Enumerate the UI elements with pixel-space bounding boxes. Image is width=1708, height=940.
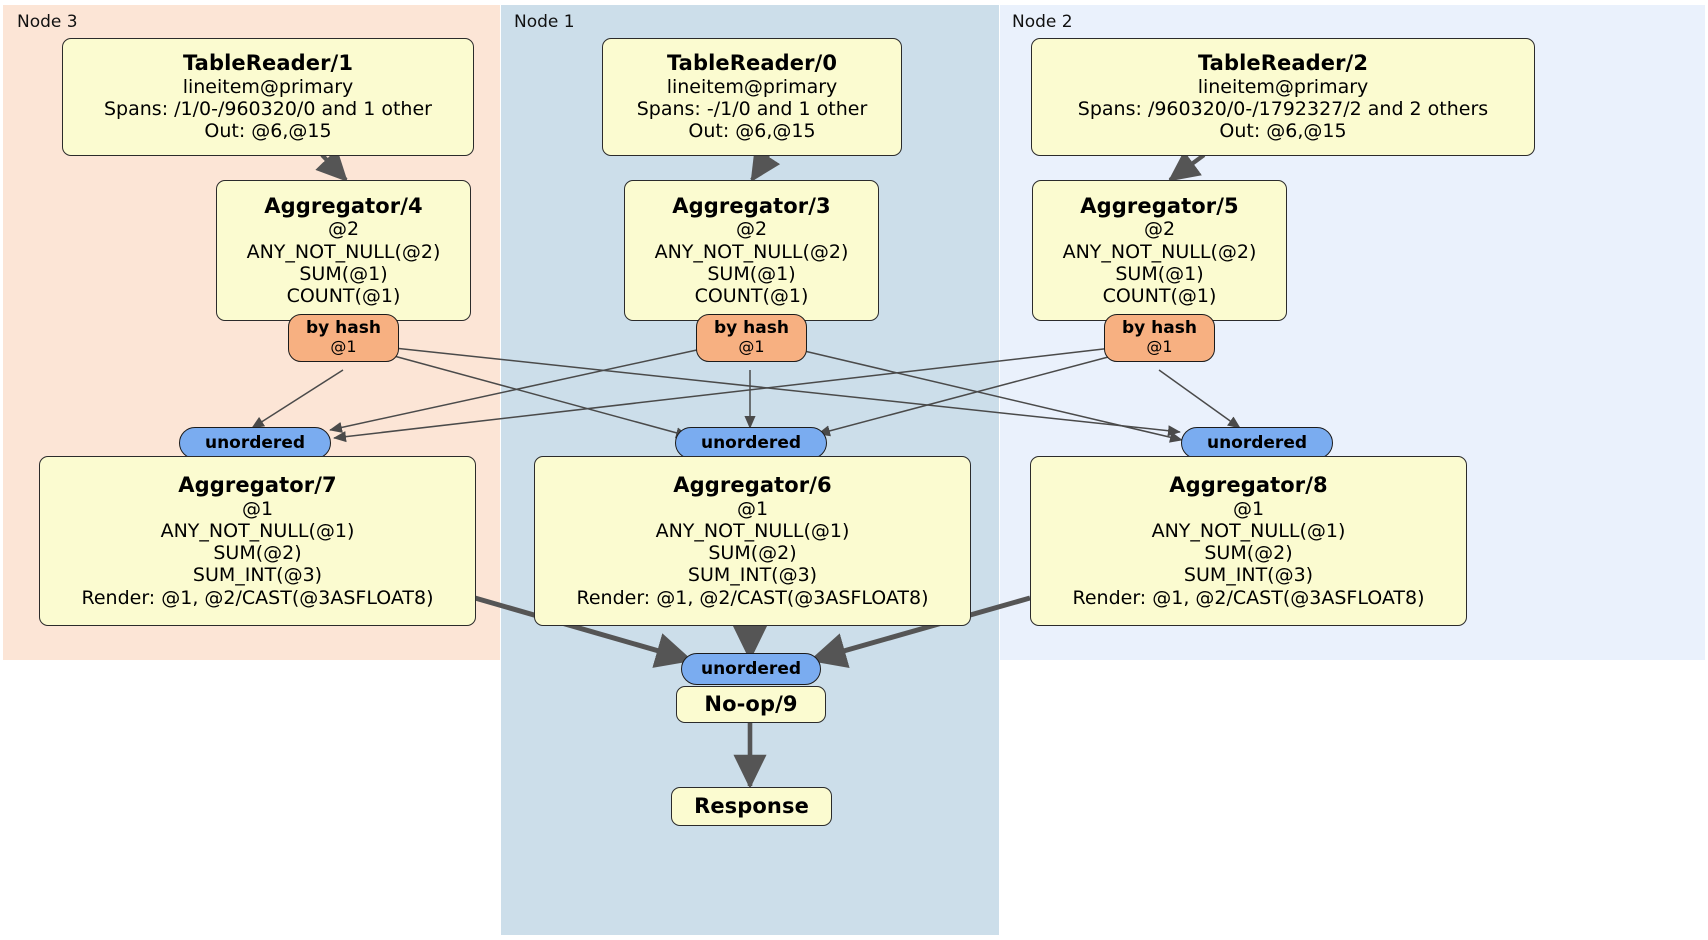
- router-by-hash-right[interactable]: by hash @1: [1104, 314, 1215, 362]
- processor-title: Response: [694, 794, 809, 819]
- processor-line: SUM(@1): [1115, 262, 1204, 285]
- processor-line: ANY_NOT_NULL(@2): [246, 240, 441, 263]
- synchronizer-unordered-final[interactable]: unordered: [681, 653, 821, 685]
- router-column: @1: [330, 337, 357, 357]
- processor-line: SUM_INT(@3): [687, 564, 818, 587]
- router-label: by hash: [306, 318, 381, 339]
- processor-response[interactable]: Response: [671, 787, 832, 826]
- processor-line: COUNT(@1): [286, 285, 401, 308]
- processor-aggregator-3[interactable]: Aggregator/3 @2 ANY_NOT_NULL(@2) SUM(@1)…: [624, 180, 879, 321]
- router-by-hash-mid[interactable]: by hash @1: [696, 314, 807, 362]
- processor-line: Spans: /960320/0-/1792327/2 and 2 others: [1077, 98, 1489, 121]
- processor-line: Render: @1, @2/CAST(@3ASFLOAT8): [576, 586, 929, 609]
- processor-title: Aggregator/5: [1080, 193, 1239, 218]
- processor-title: Aggregator/3: [672, 193, 831, 218]
- processor-line: ANY_NOT_NULL(@2): [654, 240, 849, 263]
- processor-title: No-op/9: [704, 692, 798, 717]
- node-label-node1: Node 1: [514, 12, 575, 32]
- processor-noop-9[interactable]: No-op/9: [676, 686, 826, 723]
- processor-line: COUNT(@1): [694, 285, 809, 308]
- processor-title: TableReader/2: [1197, 51, 1369, 76]
- processor-table-reader-1[interactable]: TableReader/1 lineitem@primary Spans: /1…: [62, 38, 474, 156]
- processor-title: TableReader/1: [182, 51, 354, 76]
- processor-line: Spans: -/1/0 and 1 other: [636, 98, 868, 121]
- processor-aggregator-5[interactable]: Aggregator/5 @2 ANY_NOT_NULL(@2) SUM(@1)…: [1032, 180, 1287, 321]
- router-label: by hash: [714, 318, 789, 339]
- processor-line: ANY_NOT_NULL(@2): [1062, 240, 1257, 263]
- processor-table-reader-0[interactable]: TableReader/0 lineitem@primary Spans: -/…: [602, 38, 902, 156]
- processor-title: Aggregator/4: [264, 193, 423, 218]
- processor-title: Aggregator/8: [1169, 473, 1328, 498]
- router-column: @1: [1146, 337, 1173, 357]
- processor-line: lineitem@primary: [1197, 76, 1369, 99]
- processor-aggregator-7[interactable]: Aggregator/7 @1 ANY_NOT_NULL(@1) SUM(@2)…: [39, 456, 476, 626]
- processor-line: @2: [327, 218, 360, 241]
- synchronizer-label: unordered: [204, 432, 306, 453]
- processor-aggregator-4[interactable]: Aggregator/4 @2 ANY_NOT_NULL(@2) SUM(@1)…: [216, 180, 471, 321]
- processor-line: lineitem@primary: [666, 76, 838, 99]
- router-label: by hash: [1122, 318, 1197, 339]
- processor-line: Render: @1, @2/CAST(@3ASFLOAT8): [81, 586, 434, 609]
- synchronizer-unordered-left[interactable]: unordered: [179, 427, 331, 459]
- processor-table-reader-2[interactable]: TableReader/2 lineitem@primary Spans: /9…: [1031, 38, 1535, 156]
- processor-line: Out: @6,@15: [1219, 120, 1347, 143]
- processor-line: @1: [736, 497, 769, 520]
- router-by-hash-left[interactable]: by hash @1: [288, 314, 399, 362]
- processor-title: TableReader/0: [666, 51, 838, 76]
- processor-line: SUM_INT(@3): [192, 564, 323, 587]
- processor-line: ANY_NOT_NULL(@1): [160, 520, 355, 543]
- synchronizer-label: unordered: [1206, 432, 1308, 453]
- processor-line: COUNT(@1): [1102, 285, 1217, 308]
- processor-line: Spans: /1/0-/960320/0 and 1 other: [104, 98, 432, 121]
- processor-line: @1: [241, 497, 274, 520]
- synchronizer-unordered-mid[interactable]: unordered: [675, 427, 827, 459]
- processor-line: SUM_INT(@3): [1183, 564, 1314, 587]
- synchronizer-label: unordered: [700, 432, 802, 453]
- processor-line: SUM(@1): [299, 262, 388, 285]
- processor-line: Render: @1, @2/CAST(@3ASFLOAT8): [1072, 586, 1425, 609]
- synchronizer-label: unordered: [700, 658, 802, 679]
- processor-title: Aggregator/7: [178, 473, 337, 498]
- processor-aggregator-6[interactable]: Aggregator/6 @1 ANY_NOT_NULL(@1) SUM(@2)…: [534, 456, 971, 626]
- processor-line: lineitem@primary: [182, 76, 354, 99]
- processor-line: Out: @6,@15: [204, 120, 332, 143]
- processor-line: ANY_NOT_NULL(@1): [655, 520, 850, 543]
- processor-line: Out: @6,@15: [688, 120, 816, 143]
- processor-title: Aggregator/6: [673, 473, 832, 498]
- processor-aggregator-8[interactable]: Aggregator/8 @1 ANY_NOT_NULL(@1) SUM(@2)…: [1030, 456, 1467, 626]
- processor-line: ANY_NOT_NULL(@1): [1151, 520, 1346, 543]
- node-label-node3: Node 3: [17, 12, 78, 32]
- router-column: @1: [738, 337, 765, 357]
- processor-line: @1: [1232, 497, 1265, 520]
- node-label-node2: Node 2: [1012, 12, 1073, 32]
- processor-line: @2: [735, 218, 768, 241]
- processor-line: @2: [1143, 218, 1176, 241]
- synchronizer-unordered-right[interactable]: unordered: [1181, 427, 1333, 459]
- processor-line: SUM(@2): [1204, 542, 1293, 565]
- processor-line: SUM(@2): [213, 542, 302, 565]
- processor-line: SUM(@2): [708, 542, 797, 565]
- processor-line: SUM(@1): [707, 262, 796, 285]
